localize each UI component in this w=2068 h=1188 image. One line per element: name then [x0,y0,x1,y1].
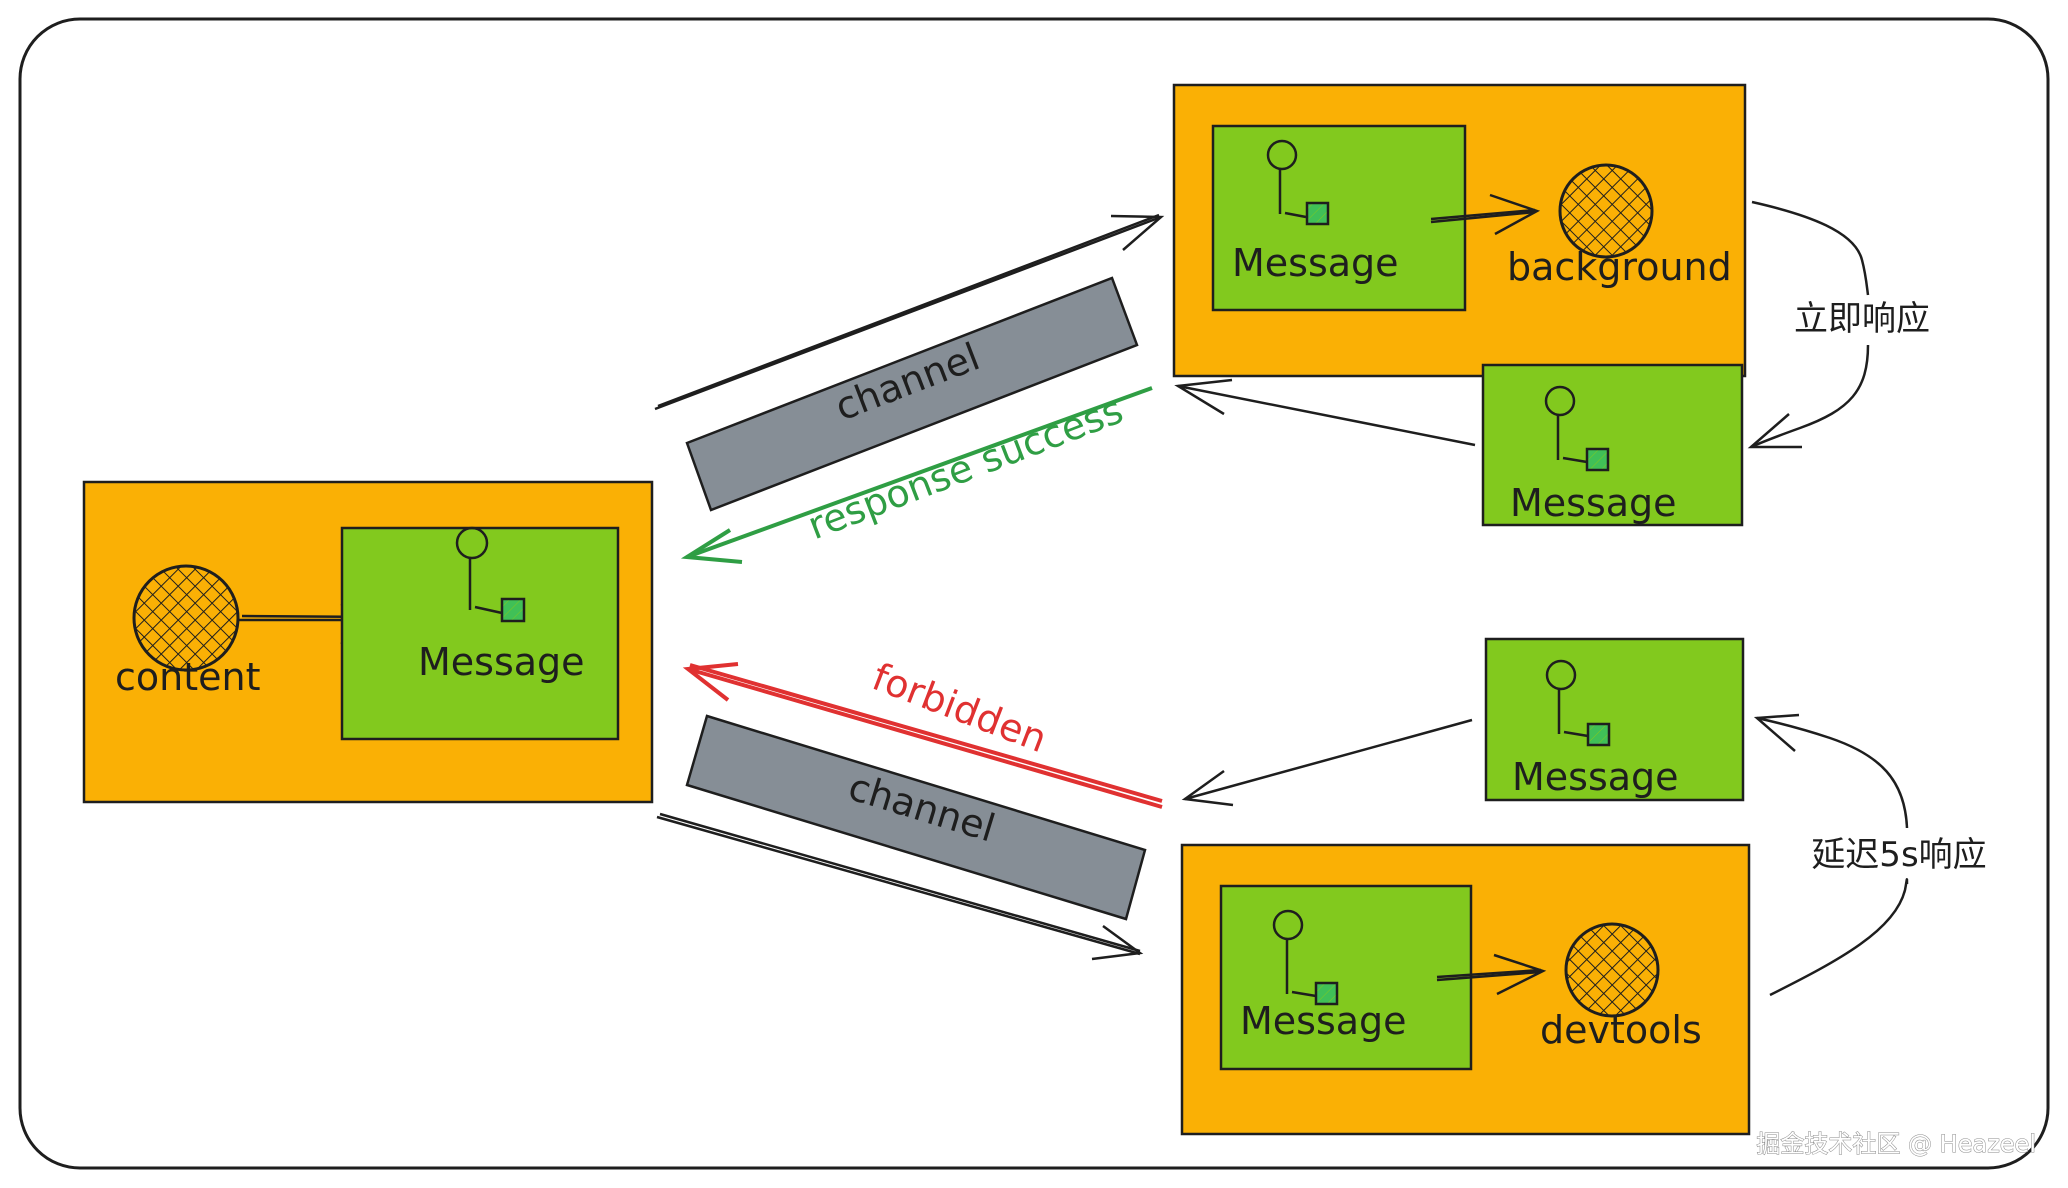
message-port-icon [1545,659,1611,747]
message-to-devtools-arrow [1436,953,1547,996]
devtools-message-label: Message [1240,999,1407,1043]
devtools-context-box[interactable]: Message devtools [1180,843,1751,1136]
background-reply-message-box[interactable]: Message [1481,363,1744,527]
message-port-icon [1544,385,1610,472]
delayed-response-curve-arrow[interactable] [1753,713,1909,997]
response-success-arrow[interactable] [680,386,1153,564]
request-arrow-to-background[interactable] [654,213,1165,411]
background-reply-message-label: Message [1510,481,1677,525]
delayed-response-label: 延迟5s响应 [1811,835,1986,875]
message-port-icon [1266,139,1330,226]
reply-arrow-from-background [1174,378,1476,447]
devtools-label: devtools [1540,1008,1702,1052]
watermark: 掘金技术社区 @ Heazeel [1756,1130,2036,1158]
content-label: content [115,655,261,699]
background-label: background [1507,245,1732,289]
content-message-box[interactable]: Message [340,526,620,741]
request-arrow-to-devtools[interactable] [656,812,1144,961]
background-context-box[interactable]: Message background [1172,83,1747,378]
forbidden-arrow[interactable] [682,662,1163,809]
immediate-response-curve-arrow[interactable] [1747,200,1870,449]
message-to-background-arrow [1430,193,1541,236]
immediate-response-label: 立即响应 [1794,299,1930,339]
background-message-box[interactable]: Message [1211,124,1467,312]
content-context-box[interactable]: content Message [82,480,654,804]
lower-channel-bar[interactable]: channel [685,714,1147,921]
reply-arrow-from-devtools [1181,718,1473,807]
message-port-icon [455,526,526,623]
message-port-icon [1272,909,1339,1006]
background-message-label: Message [1232,241,1399,285]
devtools-message-box[interactable]: Message [1219,884,1473,1071]
devtools-reply-message-box[interactable]: Message [1484,637,1745,802]
devtools-reply-message-label: Message [1512,755,1679,799]
content-message-label: Message [418,640,585,684]
